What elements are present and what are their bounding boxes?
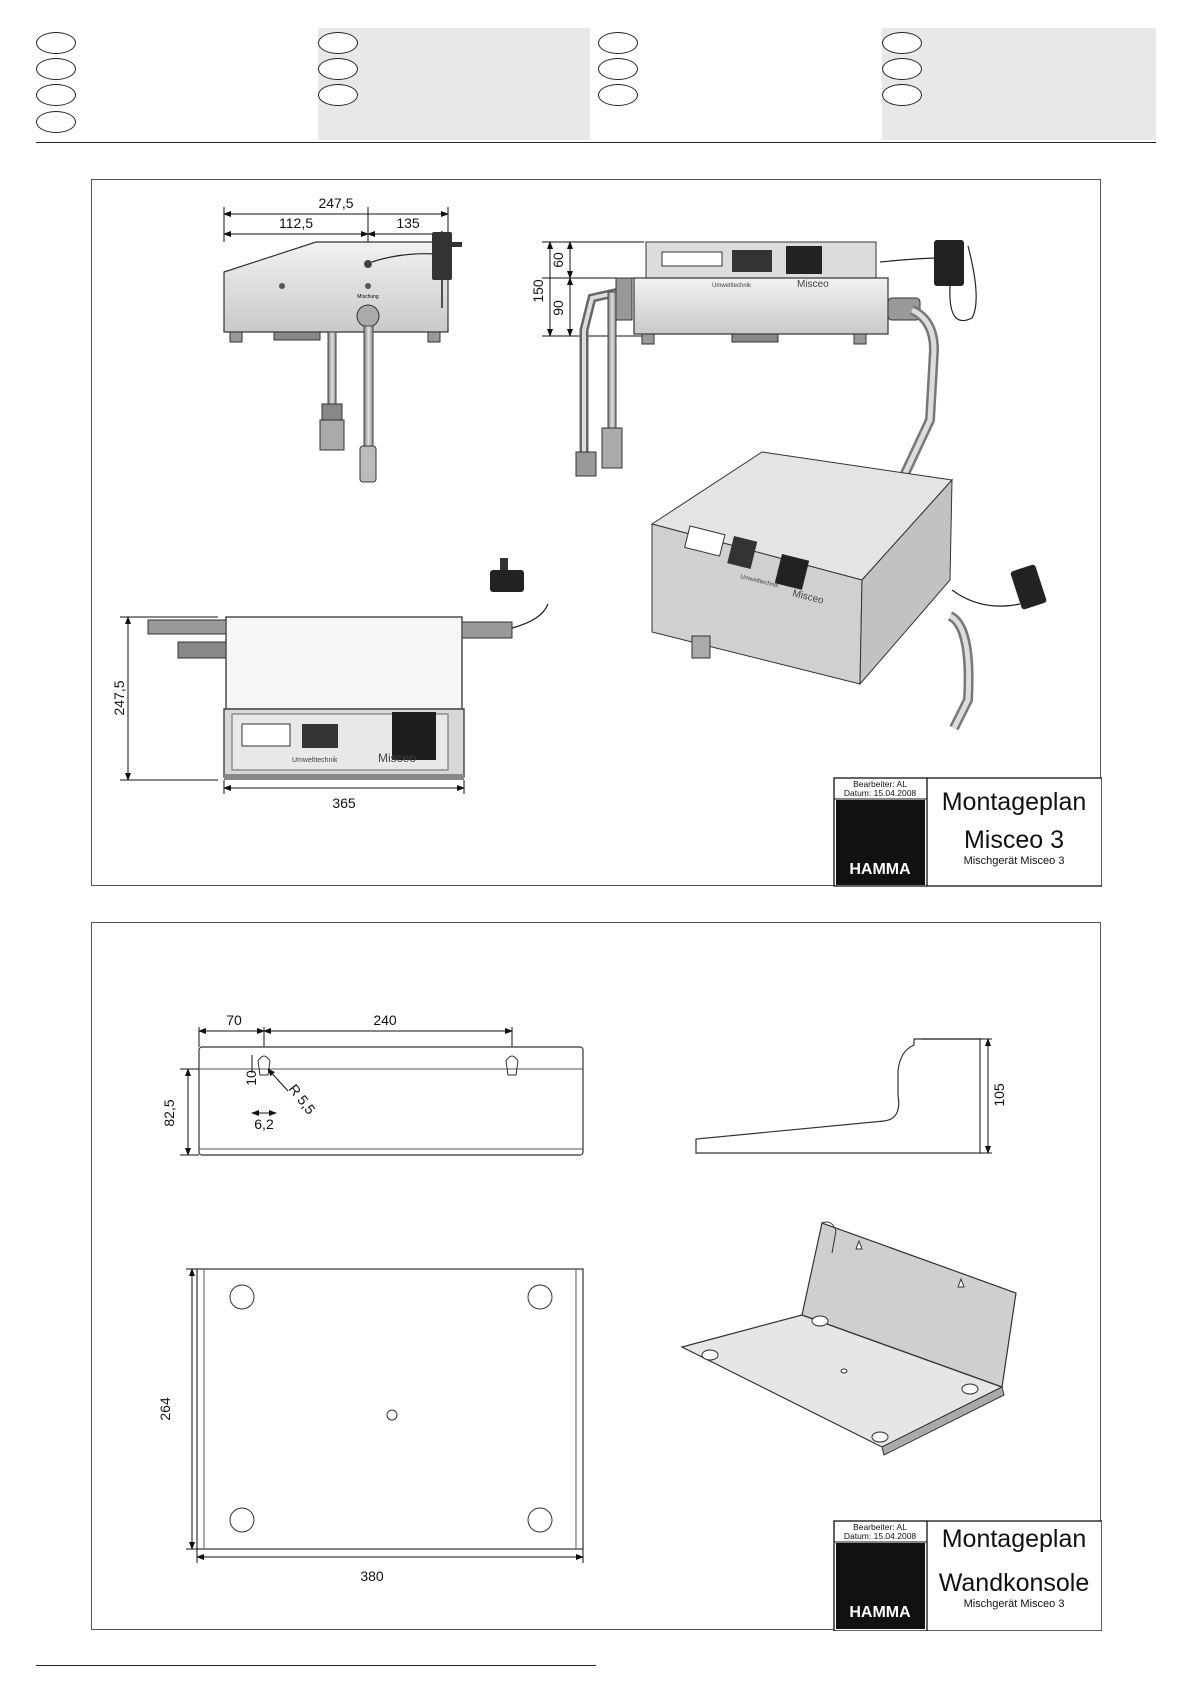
tb1-date: Datum: 15.04.2008	[844, 788, 917, 798]
drawing-sheet-misceo: 247,5 112,5 135 Mischung 150 60 90	[91, 179, 1103, 887]
dim-hole-height: 10	[243, 1070, 259, 1086]
language-marker	[598, 58, 638, 80]
language-column-4	[882, 28, 1156, 140]
footer-divider	[36, 1665, 596, 1666]
language-marker	[882, 58, 922, 80]
dim-slot-width: 6,2	[254, 1116, 274, 1132]
language-marker	[318, 84, 358, 106]
dim-height-upper: 60	[550, 252, 566, 268]
tb1-name: Misceo 3	[964, 826, 1064, 854]
front-product: Misceo	[797, 279, 829, 290]
title-block-wandkonsole: Bearbeiter: AL Datum: 15.04.2008 HAMMA M…	[833, 1520, 1103, 1632]
language-column-3	[598, 28, 880, 140]
bracket-side-view: 105	[695, 1038, 1007, 1154]
isometric-view: Umwelttechnik Misceo	[650, 451, 1047, 731]
title-block-misceo: Bearbeiter: AL Datum: 15.04.2008 HAMMA M…	[833, 777, 1103, 887]
side-label: Mischung	[357, 294, 379, 300]
bracket-plate-view: 264 380	[157, 1268, 584, 1584]
tb2-editor: Bearbeiter: AL	[853, 1522, 907, 1532]
tb2-logo-text: HAMMA	[849, 1604, 911, 1621]
language-marker	[318, 58, 358, 80]
dim-length: 365	[332, 795, 356, 811]
header-divider	[36, 142, 1156, 143]
language-column-2	[318, 28, 590, 140]
dim-hole-offset: 70	[226, 1012, 242, 1028]
language-marker	[882, 32, 922, 54]
dim-hole-spacing: 240	[373, 1012, 397, 1028]
drawing-sheet-wandkonsole: 70 240 82,5 10 R 5,5 6,2 105	[91, 922, 1103, 1632]
hamma-logo	[836, 800, 925, 885]
side-view: 247,5 112,5 135 Mischung	[223, 195, 462, 483]
dim-height-total: 150	[530, 279, 546, 303]
dim-width-right: 135	[396, 215, 420, 231]
language-marker	[598, 32, 638, 54]
tb2-name: Wandkonsole	[939, 1569, 1090, 1597]
language-marker	[36, 32, 76, 54]
language-marker	[36, 111, 76, 133]
tb2-title: Montageplan	[942, 1525, 1087, 1553]
drawing-wandkonsole-svg: 70 240 82,5 10 R 5,5 6,2 105	[157, 1012, 1103, 1632]
tb1-subtitle: Mischgerät Misceo 3	[964, 855, 1065, 867]
drawing-misceo-svg: 247,5 112,5 135 Mischung 150 60 90	[111, 195, 1103, 887]
dim-bracket-height: 82,5	[161, 1099, 177, 1126]
top-product: Misceo	[378, 751, 416, 765]
dim-width-total: 247,5	[318, 195, 353, 211]
dim-plate-depth: 264	[157, 1397, 173, 1421]
language-marker	[598, 84, 638, 106]
language-marker	[318, 32, 358, 54]
language-marker	[36, 84, 76, 106]
tb2-date: Datum: 15.04.2008	[844, 1531, 917, 1541]
language-marker	[36, 58, 76, 80]
top-brand: Umwelttechnik	[292, 757, 338, 764]
tb1-editor: Bearbeiter: AL	[853, 779, 907, 789]
front-view: 150 60 90 Umwelttechnik Misceo	[530, 240, 977, 483]
bracket-front-view: 70 240 82,5 10 R 5,5 6,2	[161, 1012, 584, 1156]
language-marker	[882, 84, 922, 106]
front-brand: Umwelttechnik	[712, 283, 752, 289]
dim-side-height: 105	[991, 1083, 1007, 1107]
dim-width-left: 112,5	[279, 215, 313, 231]
hamma-logo	[836, 1543, 925, 1629]
dim-height-lower: 90	[550, 300, 566, 316]
tb1-logo-text: HAMMA	[849, 861, 911, 878]
tb1-title: Montageplan	[942, 788, 1087, 816]
dim-depth: 247,5	[111, 680, 127, 715]
top-view: 247,5 365 Umwelttechnik Misceo	[111, 558, 549, 811]
bracket-iso-view	[680, 1221, 1017, 1456]
tb2-subtitle: Mischgerät Misceo 3	[964, 1598, 1065, 1610]
language-column-1	[36, 28, 318, 140]
dim-plate-width: 380	[360, 1568, 384, 1584]
